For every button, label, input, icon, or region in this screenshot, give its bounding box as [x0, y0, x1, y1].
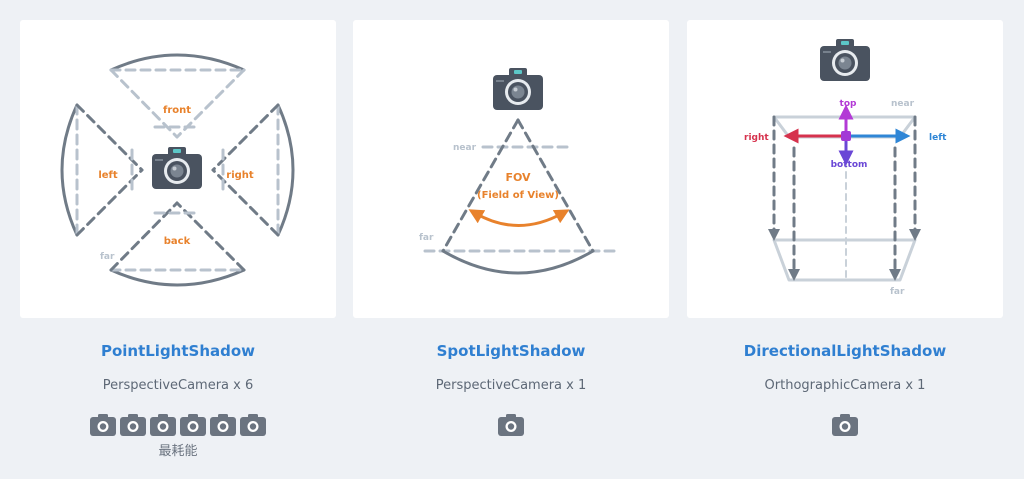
spot-light-shadow-card: near far FOV (Field of View): [353, 20, 669, 318]
left-frustum-far-arc: [60, 103, 79, 237]
small-camera-icon: [498, 414, 524, 436]
small-camera-icon: [120, 414, 146, 436]
small-camera-icon: [210, 414, 236, 436]
front-frustum-far-arc: [109, 53, 246, 72]
camera-count-icons: [353, 414, 669, 436]
label-far: far: [890, 287, 905, 297]
point-light-shadow-card: front left right back far: [20, 20, 336, 318]
camera-icon: [152, 147, 202, 189]
point-light-diagram: front left right back far: [60, 53, 295, 287]
panel-title: SpotLightShadow: [436, 342, 586, 360]
origin-marker: [841, 131, 851, 141]
label-right: right: [744, 133, 769, 143]
small-camera-icon: [832, 414, 858, 436]
small-camera-icon: [180, 414, 206, 436]
label-fov-full: (Field of View): [477, 190, 559, 201]
cost-note: 最耗能: [158, 444, 198, 459]
label-fov: FOV: [505, 171, 531, 184]
far-arc: [441, 249, 595, 275]
small-camera-icon: [90, 414, 116, 436]
back-frustum-far-arc: [109, 268, 246, 287]
panel-camera-type: PerspectiveCamera x 1: [435, 378, 587, 393]
small-camera-icon: [240, 414, 266, 436]
directional-light-shadow-card: top near right left bottom far: [687, 20, 1003, 318]
fov-arrow: [468, 209, 570, 227]
camera-count-icons: [687, 414, 1003, 436]
label-left: left: [98, 170, 118, 181]
right-frustum-far-arc: [276, 103, 295, 237]
label-left: left: [929, 133, 947, 143]
label-right: right: [226, 170, 254, 181]
directional-light-diagram: top near right left bottom far: [744, 39, 947, 297]
label-near: near: [891, 99, 915, 109]
label-top: top: [840, 99, 857, 109]
label-far: far: [419, 233, 434, 243]
panel-title: DirectionalLightShadow: [743, 342, 947, 360]
panel-camera-type: OrthographicCamera x 1: [764, 378, 926, 393]
small-camera-icon: [150, 414, 176, 436]
camera-count-icons: [20, 414, 336, 436]
label-near: near: [453, 143, 477, 153]
camera-icon: [493, 68, 543, 110]
spot-light-diagram: near far FOV (Field of View): [419, 68, 617, 275]
label-front: front: [163, 105, 191, 116]
label-far: far: [100, 252, 115, 262]
panel-camera-type: PerspectiveCamera x 6: [102, 378, 254, 393]
label-back: back: [164, 236, 191, 247]
label-bottom: bottom: [831, 160, 868, 170]
panel-title: PointLightShadow: [100, 342, 256, 360]
camera-icon: [820, 39, 870, 81]
